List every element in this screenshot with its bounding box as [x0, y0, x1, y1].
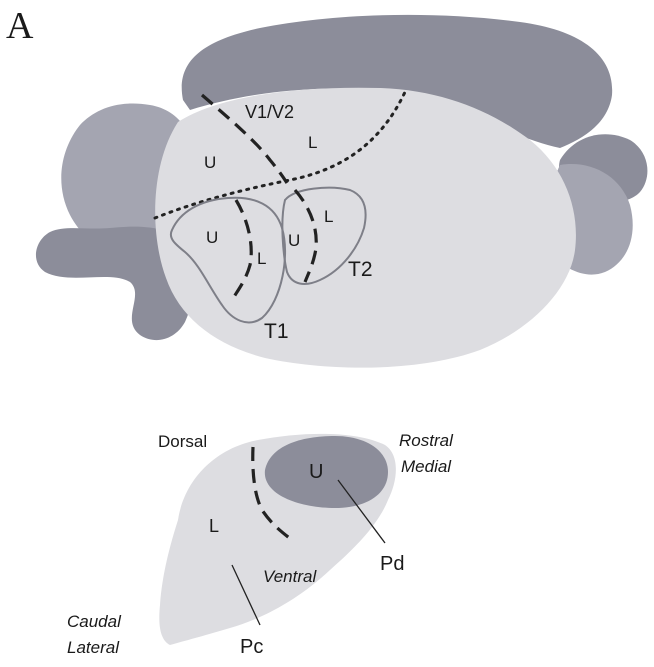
label-medial: Medial: [401, 457, 452, 476]
label-caudal: Caudal: [67, 612, 122, 631]
label-t1-upper: U: [206, 228, 218, 247]
label-section-upper: U: [309, 461, 323, 483]
label-lateral: Lateral: [67, 638, 120, 657]
label-t1-lower: L: [257, 249, 266, 268]
lateral-cortex: [155, 88, 576, 368]
label-pd: Pd: [380, 553, 404, 575]
label-rostral: Rostral: [399, 431, 454, 450]
label-ventral: Ventral: [263, 567, 317, 586]
panel-letter: A: [6, 5, 34, 47]
label-v1v2: V1/V2: [245, 102, 294, 122]
label-t2-name: T2: [348, 258, 373, 281]
label-pc: Pc: [240, 636, 263, 658]
label-v1-lower: L: [308, 133, 317, 152]
label-t2-lower: L: [324, 207, 333, 226]
label-dorsal: Dorsal: [158, 432, 207, 451]
label-section-lower: L: [209, 516, 219, 536]
label-t1-name: T1: [264, 320, 289, 343]
label-v1-upper: U: [204, 153, 216, 172]
label-t2-upper: U: [288, 231, 300, 250]
